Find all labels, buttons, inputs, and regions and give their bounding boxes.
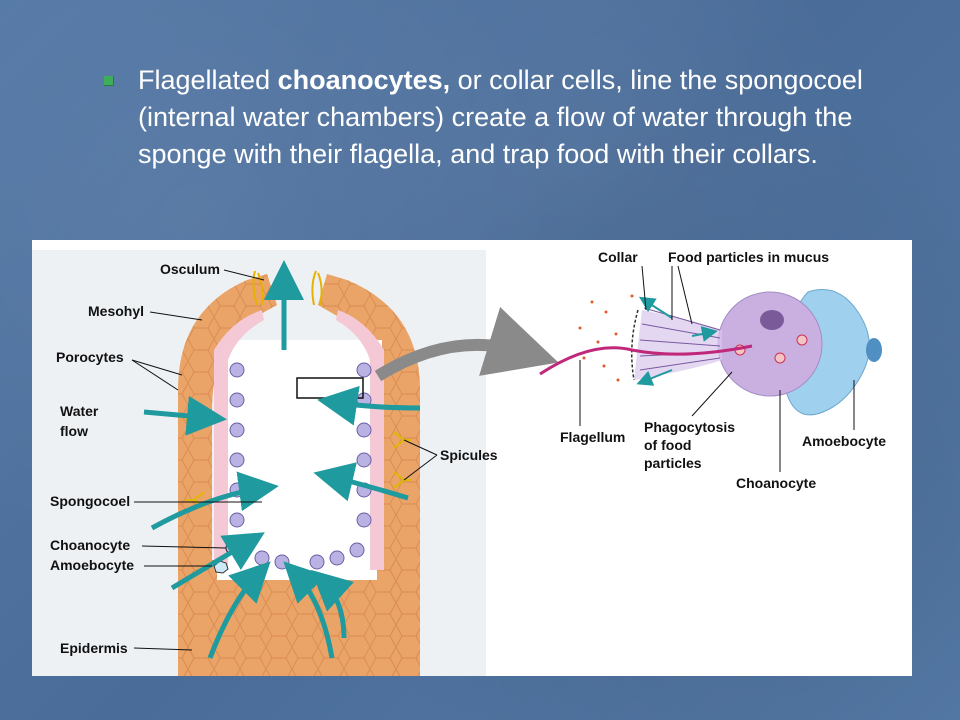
label-choanocyte-right: Choanocyte [736, 475, 816, 491]
label-mesohyl: Mesohyl [88, 303, 144, 319]
bullet-text: Flagellated choanocytes, or collar cells… [138, 62, 924, 173]
label-phago-1: Phagocytosis [644, 419, 735, 435]
sponge-body [178, 274, 420, 676]
label-amoebocyte-right: Amoebocyte [802, 433, 886, 449]
label-phago-2: of food [644, 437, 691, 453]
bullet-point: Flagellated choanocytes, or collar cells… [104, 62, 924, 173]
label-choanocyte-left: Choanocyte [50, 537, 130, 553]
label-water: Water [60, 403, 99, 419]
label-amoebocyte-left: Amoebocyte [50, 557, 134, 573]
magnify-arrow [374, 307, 559, 382]
label-flow: flow [60, 423, 88, 439]
left-labels: Osculum Mesohyl Porocytes Water flow Spi… [50, 261, 498, 656]
bullet-text-bold: choanocytes, [277, 65, 451, 95]
sponge-diagram: Osculum Mesohyl Porocytes Water flow Spi… [50, 249, 886, 676]
label-epidermis: Epidermis [60, 640, 128, 656]
label-collar: Collar [598, 249, 638, 265]
osculum-wisps [252, 270, 323, 306]
label-porocytes: Porocytes [56, 349, 124, 365]
bullet-text-start: Flagellated [138, 65, 278, 95]
label-osculum: Osculum [160, 261, 220, 277]
choanocyte-clusters [229, 362, 372, 570]
label-phago-3: particles [644, 455, 702, 471]
label-spongocoel: Spongocoel [50, 493, 130, 509]
right-labels: Collar Food particles in mucus Flagellum… [560, 249, 886, 491]
label-flagellum: Flagellum [560, 429, 625, 445]
bullet-square-icon [104, 76, 114, 86]
label-food-particles: Food particles in mucus [668, 249, 829, 265]
choanocyte-detail [539, 289, 882, 416]
sponge-figure: Osculum Mesohyl Porocytes Water flow Spi… [32, 240, 912, 676]
bullet-text-end: or collar cells, line the spongocoel (in… [138, 65, 863, 169]
label-spicules: Spicules [440, 447, 498, 463]
